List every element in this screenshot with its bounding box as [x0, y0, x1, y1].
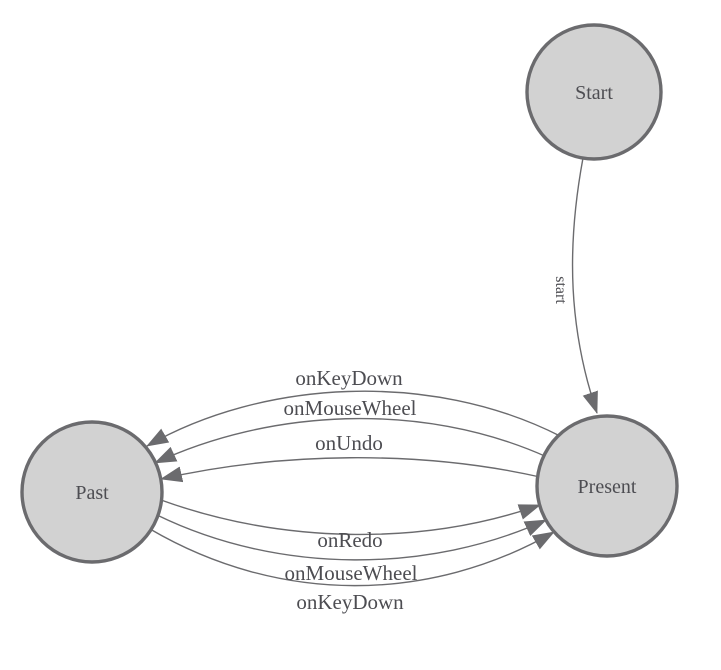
edge-present-to-past-onkeydown [146, 390, 561, 447]
edge-past-to-present-onmousewheel [156, 514, 547, 561]
edge-label-onundo: onUndo [315, 431, 383, 455]
node-start: Start [525, 23, 663, 161]
node-past: Past [20, 420, 164, 564]
edge-past-to-present-onredo [160, 499, 541, 536]
edge-start-to-present [571, 157, 598, 414]
edge-present-to-past-onmousewheel [154, 417, 548, 464]
node-past-label: Past [75, 482, 109, 504]
node-start-label: Start [575, 82, 613, 104]
node-present-label: Present [578, 476, 637, 498]
edge-label-onmousewheel-lower: onMouseWheel [285, 561, 418, 585]
edge-label-start: start [552, 276, 569, 304]
node-present-circle [535, 414, 679, 558]
edge-label-onredo: onRedo [317, 528, 382, 552]
edge-present-to-past-onundo [160, 457, 541, 483]
node-start-circle [525, 23, 663, 161]
node-present: Present [535, 414, 679, 558]
edge-label-onkeydown-upper: onKeyDown [295, 366, 403, 390]
edge-label-onkeydown-lower: onKeyDown [296, 590, 404, 614]
node-past-circle [20, 420, 164, 564]
edge-past-to-present-onkeydown [149, 528, 555, 587]
edge-label-onmousewheel-upper: onMouseWheel [284, 396, 417, 420]
